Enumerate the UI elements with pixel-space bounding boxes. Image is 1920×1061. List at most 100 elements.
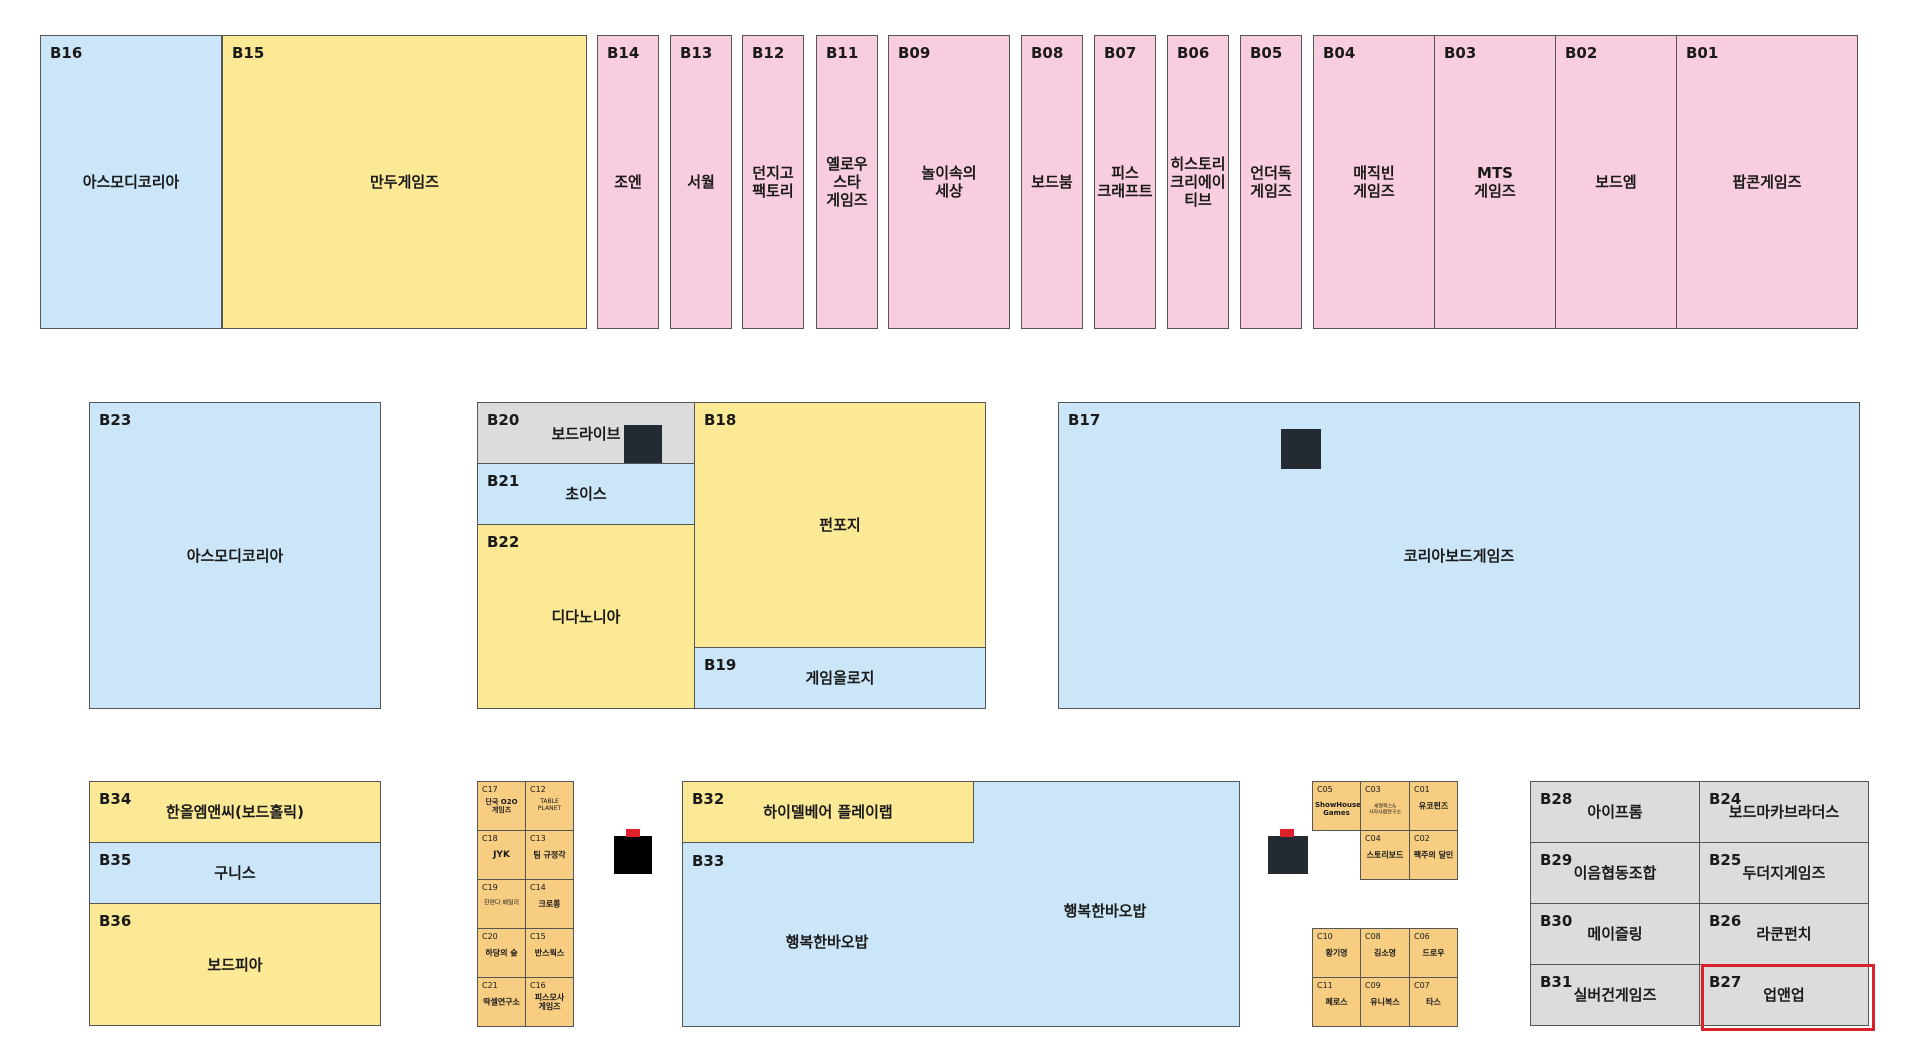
booth-b30[interactable]: B30 메이즐링 <box>1530 903 1700 965</box>
booth-b01[interactable]: B01 팝콘게임즈 <box>1676 35 1858 329</box>
booth-b32[interactable]: B32 하이델베어 플레이랩 <box>682 781 974 843</box>
booth-name: 단국 O2O 게임즈 <box>485 797 518 814</box>
booth-b05[interactable]: B05 언더독 게임즈 <box>1240 35 1302 329</box>
booth-code: B30 <box>1540 912 1573 930</box>
booth-name: 피스모사 게임즈 <box>534 992 565 1011</box>
booth-code: B35 <box>99 851 132 869</box>
booth-name: 구니스 <box>214 864 256 882</box>
booth-c02[interactable]: C02 팩주의 달인 <box>1409 830 1458 880</box>
booth-b27[interactable]: B27 업앤업 <box>1699 964 1869 1026</box>
booth-name: 보드마카브라더스 <box>1728 803 1840 821</box>
booth-code: B07 <box>1104 44 1137 62</box>
booth-c12[interactable]: C12 TABLE PLANET <box>525 781 574 831</box>
booth-code: B22 <box>487 533 520 551</box>
booth-b03[interactable]: B03 MTS 게임즈 <box>1434 35 1556 329</box>
booth-c17[interactable]: C17 단국 O2O 게임즈 <box>477 781 526 831</box>
booth-b21[interactable]: B21 초이스 <box>477 463 695 525</box>
booth-code: C01 <box>1414 785 1430 794</box>
booth-c09[interactable]: C09 유니복스 <box>1360 977 1410 1027</box>
booth-name: 실버건게임즈 <box>1573 986 1657 1004</box>
booth-b35[interactable]: B35 구니스 <box>89 842 381 904</box>
booth-b23[interactable]: B23 아스모디코리아 <box>89 402 381 709</box>
booth-code: C07 <box>1414 981 1430 990</box>
booth-b04[interactable]: B04 매직빈 게임즈 <box>1313 35 1435 329</box>
booth-b02[interactable]: B02 보드엠 <box>1555 35 1677 329</box>
booth-code: B05 <box>1250 44 1283 62</box>
booth-b29[interactable]: B29 이음협동조합 <box>1530 842 1700 904</box>
booth-name: 김소영 <box>1373 948 1397 958</box>
booth-code: C14 <box>530 883 546 892</box>
booth-name: 언더독 게임즈 <box>1250 164 1292 200</box>
booth-code: C05 <box>1317 785 1333 794</box>
booth-b06[interactable]: B06 히스토리 크리에이 티브 <box>1167 35 1229 329</box>
booth-b25[interactable]: B25 두더지게임즈 <box>1699 842 1869 904</box>
pillar <box>1268 836 1308 874</box>
booth-c06[interactable]: C06 드로우 <box>1409 928 1458 978</box>
booth-b36[interactable]: B36 보드피아 <box>89 903 381 1026</box>
booth-name: 아스모디코리아 <box>82 173 180 191</box>
booth-b08[interactable]: B08 보드붐 <box>1021 35 1083 329</box>
booth-b34[interactable]: B34 한올엠앤씨(보드홀릭) <box>89 781 381 843</box>
booth-b09[interactable]: B09 놀이속의 세상 <box>888 35 1010 329</box>
booth-name: 딱셀연구소 <box>483 997 520 1007</box>
booth-name: 옐로우 스타 게임즈 <box>826 155 868 209</box>
booth-code: C11 <box>1317 981 1333 990</box>
booth-b17[interactable]: B17 코리아보드게임즈 <box>1058 402 1860 709</box>
booth-c01[interactable]: C01 유코펀즈 <box>1409 781 1458 831</box>
booth-name: 보드붐 <box>1031 173 1073 191</box>
booth-c03[interactable]: C03 세알북스& 사자사람연구소 <box>1360 781 1410 831</box>
booth-code: B04 <box>1323 44 1356 62</box>
booth-c04[interactable]: C04 스토리보드 <box>1360 830 1410 880</box>
booth-b18[interactable]: B18 펀포지 <box>694 402 986 648</box>
selected-booth-highlight <box>1701 964 1875 1031</box>
booth-name: JYK <box>493 849 510 860</box>
booth-c14[interactable]: C14 크로롱 <box>525 879 574 929</box>
booth-c16[interactable]: C16 피스모사 게임즈 <box>525 977 574 1027</box>
booth-c18[interactable]: C18 JYK <box>477 830 526 880</box>
booth-code: C02 <box>1414 834 1430 843</box>
booth-b28[interactable]: B28 아이프롬 <box>1530 781 1700 843</box>
booth-b12[interactable]: B12 던지고 팩토리 <box>742 35 804 329</box>
booth-b24[interactable]: B24 보드마카브라더스 <box>1699 781 1869 843</box>
booth-code: B33 <box>692 852 725 870</box>
booth-code: C03 <box>1365 785 1381 794</box>
booth-c21[interactable]: C21 딱셀연구소 <box>477 977 526 1027</box>
booth-b20[interactable]: B20 보드라이브 <box>477 402 695 464</box>
booth-b31[interactable]: B31 실버건게임즈 <box>1530 964 1700 1026</box>
booth-b19[interactable]: B19 게임올로지 <box>694 647 986 709</box>
booth-code: C19 <box>482 883 498 892</box>
booth-name: 히스토리 크리에이 티브 <box>1170 155 1226 209</box>
booth-c07[interactable]: C07 타스 <box>1409 977 1458 1027</box>
booth-b07[interactable]: B07 피스 크래프트 <box>1094 35 1156 329</box>
booth-c13[interactable]: C13 팀 규정각 <box>525 830 574 880</box>
booth-code: B31 <box>1540 973 1573 991</box>
booth-c19[interactable]: C19 한편다 패밀리 <box>477 879 526 929</box>
booth-b13[interactable]: B13 서월 <box>670 35 732 329</box>
booth-c10[interactable]: C10 황기영 <box>1312 928 1361 978</box>
booth-name: 매직빈 게임즈 <box>1353 164 1395 200</box>
booth-name: 황기영 <box>1325 948 1348 958</box>
booth-b15[interactable]: B15 만두게임즈 <box>222 35 587 329</box>
booth-b11[interactable]: B11 옐로우 스타 게임즈 <box>816 35 878 329</box>
booth-c15[interactable]: C15 반스웍스 <box>525 928 574 978</box>
booth-c11[interactable]: C11 페로스 <box>1312 977 1361 1027</box>
booth-b22[interactable]: B22 디다노니아 <box>477 524 695 709</box>
booth-c05[interactable]: C05 ShowHouse Games <box>1312 781 1361 831</box>
booth-b14[interactable]: B14 조엔 <box>597 35 659 329</box>
booth-name: 페로스 <box>1325 997 1348 1007</box>
booth-code: B23 <box>99 411 132 429</box>
booth-code: B18 <box>704 411 737 429</box>
booth-code: B27 <box>1709 973 1742 991</box>
booth-c20[interactable]: C20 하당의 숲 <box>477 928 526 978</box>
booth-b26[interactable]: B26 라쿤펀치 <box>1699 903 1869 965</box>
booth-b16[interactable]: B16 아스모디코리아 <box>40 35 222 329</box>
booth-code: B06 <box>1177 44 1210 62</box>
booth-name: 보드피아 <box>207 955 263 974</box>
booth-name: 보드라이브 <box>551 425 621 443</box>
booth-name: 던지고 팩토리 <box>752 164 794 200</box>
booth-code: B08 <box>1031 44 1064 62</box>
booth-name: 한올엠앤씨(보드홀릭) <box>166 803 304 821</box>
booth-c08[interactable]: C08 김소영 <box>1360 928 1410 978</box>
booth-name: 보드엠 <box>1595 173 1637 191</box>
booth-name: 조엔 <box>614 173 642 191</box>
